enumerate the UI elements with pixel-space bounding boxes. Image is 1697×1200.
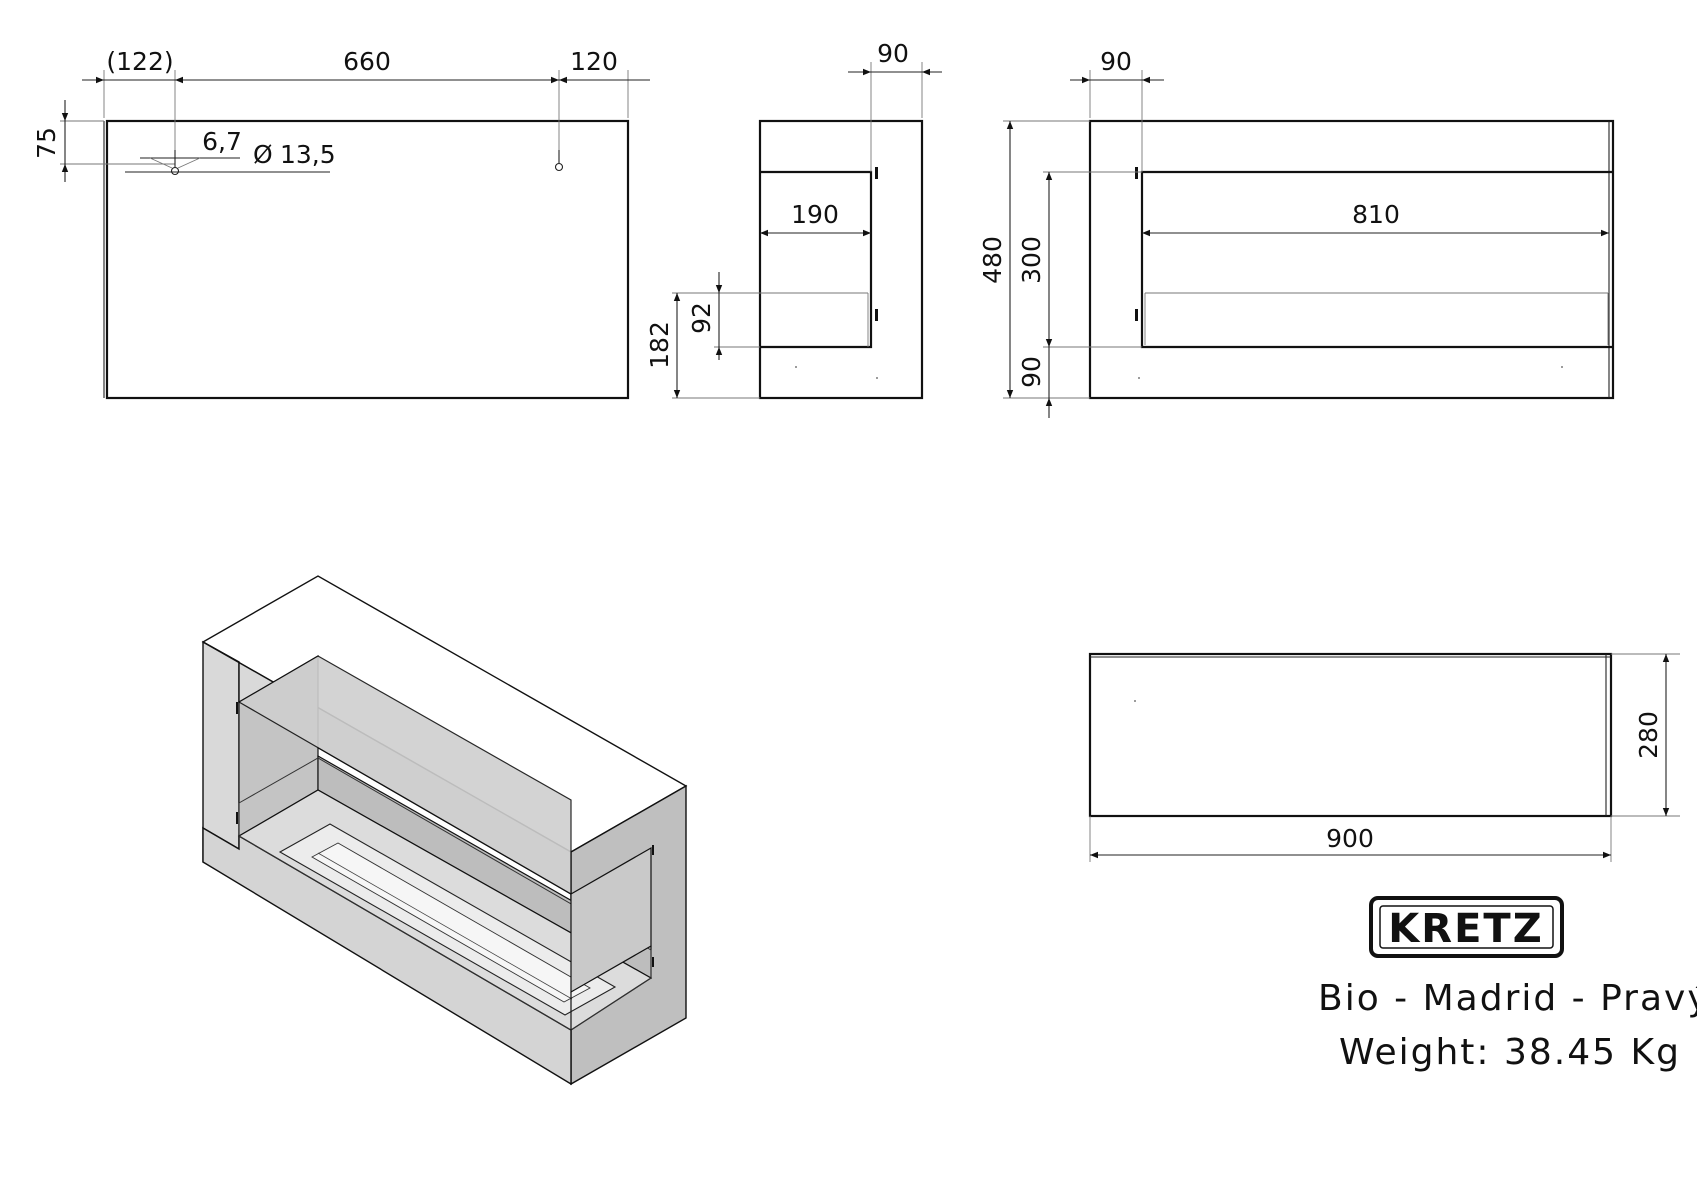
rear-view: 90 810 480 300 90	[978, 47, 1615, 418]
dim-rear-top-offset: 90	[1100, 47, 1132, 76]
dim-overall-height: 480	[978, 236, 1007, 284]
dim-front-hole-spacing: 660	[343, 47, 391, 76]
dim-side-lower-height: 182	[645, 321, 674, 369]
keyhole-right	[554, 150, 564, 172]
dim-side-burner-height: 92	[687, 302, 716, 334]
front-view-outline	[105, 119, 630, 400]
bottom-view-outline	[1088, 652, 1613, 818]
dim-hole-diameter: 13,5	[280, 140, 336, 169]
dim-bottom-view-depth: 280	[1634, 711, 1663, 759]
dim-opening-width: 810	[1352, 200, 1400, 229]
bottom-view: 280 900	[1088, 652, 1680, 862]
isometric-view	[201, 575, 688, 1086]
dim-bottom-height: 90	[1017, 356, 1046, 388]
dim-overall-width: 900	[1326, 824, 1374, 853]
logo-text: KRETZ	[1388, 906, 1543, 952]
dim-side-depth-top: 90	[877, 39, 909, 68]
dim-front-right-offset: 120	[570, 47, 618, 76]
front-view: (122) 660 120 75 6,7 Ø 13,5	[32, 47, 650, 400]
kretz-logo: KRETZ	[1369, 896, 1564, 958]
rear-view-outline	[1088, 119, 1615, 400]
dim-slot-width: 6,7	[202, 127, 242, 156]
dim-opening-height: 300	[1017, 236, 1046, 284]
product-weight: Weight: 38.45 Kg	[1339, 1032, 1681, 1073]
dim-side-inner-depth: 190	[791, 200, 839, 229]
keyhole-left	[170, 150, 180, 176]
dim-front-hole-height: 75	[32, 127, 61, 159]
side-view: 90 190 92 182	[645, 39, 942, 400]
product-name: Bio - Madrid - Pravý	[1318, 978, 1697, 1019]
dim-front-left-offset: (122)	[106, 47, 173, 76]
side-view-outline	[758, 119, 924, 400]
diameter-symbol: Ø	[253, 140, 273, 169]
